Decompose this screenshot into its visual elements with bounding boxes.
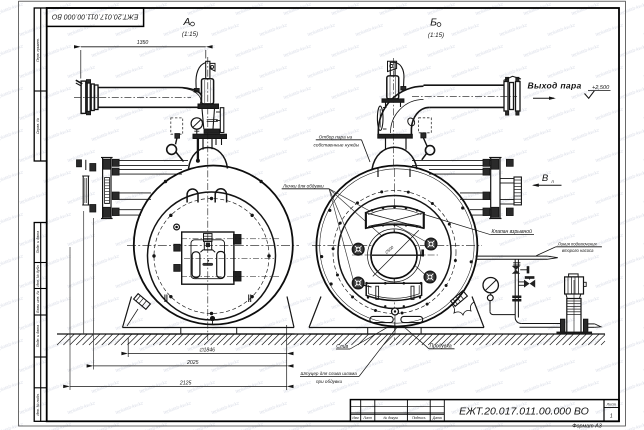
svg-text:Справ. №: Справ. № bbox=[36, 118, 40, 134]
svg-text:ЕЖТ.20.017.011.00.000 ВО: ЕЖТ.20.017.011.00.000 ВО bbox=[51, 13, 138, 20]
svg-text:teplotab-kw.kz: teplotab-kw.kz bbox=[331, 421, 361, 430]
svg-text:Лючки для обдувки: Лючки для обдувки bbox=[282, 183, 324, 188]
svg-text:teplotab-kw.kz: teplotab-kw.kz bbox=[427, 421, 457, 430]
svg-text:п: п bbox=[552, 179, 555, 184]
svg-text:(1:15): (1:15) bbox=[428, 32, 444, 39]
svg-text:Перв. примен.: Перв. примен. bbox=[36, 38, 40, 62]
svg-text:Инв. № дубл.: Инв. № дубл. bbox=[36, 264, 40, 286]
svg-text:Изм: Изм bbox=[352, 416, 359, 420]
svg-text:teplotab-kw.kz: teplotab-kw.kz bbox=[571, 421, 601, 430]
svg-text:В: В bbox=[542, 173, 549, 184]
svg-text:2025: 2025 bbox=[186, 360, 199, 366]
svg-text:teplotab-kw.kz: teplotab-kw.kz bbox=[43, 421, 73, 430]
svg-text:при обдувки: при обдувки bbox=[316, 379, 342, 384]
svg-text:teplotab-kw.kz: teplotab-kw.kz bbox=[91, 421, 121, 430]
svg-text:teplotab-kw.kz: teplotab-kw.kz bbox=[235, 421, 265, 430]
svg-text:Б: Б bbox=[430, 17, 437, 29]
svg-text:Взам. инв. №: Взам. инв. № bbox=[36, 291, 40, 313]
svg-text:1: 1 bbox=[610, 414, 613, 420]
svg-text:∅1846: ∅1846 bbox=[199, 348, 215, 354]
svg-text:teplotab-kw.kz: teplotab-kw.kz bbox=[283, 421, 313, 430]
svg-text:Отбор пара на: Отбор пара на bbox=[319, 135, 353, 140]
svg-text:(1:15): (1:15) bbox=[182, 31, 198, 38]
svg-text:Подп. и дата: Подп. и дата bbox=[36, 325, 40, 348]
svg-text:Дата: Дата bbox=[432, 416, 442, 420]
svg-text:Подпись: Подпись bbox=[412, 416, 426, 420]
svg-text:Подп. и дата: Подп. и дата bbox=[36, 231, 40, 254]
svg-text:Линия подключения: Линия подключения bbox=[557, 241, 598, 246]
svg-text:teplotab-kw.kz: teplotab-kw.kz bbox=[187, 421, 217, 430]
svg-text:Штуцер для слива шлама: Штуцер для слива шлама bbox=[301, 371, 358, 376]
svg-text:∅500: ∅500 bbox=[384, 244, 395, 255]
svg-text:собственные нужды: собственные нужды bbox=[314, 143, 360, 148]
svg-text:+2,500: +2,500 bbox=[592, 85, 610, 91]
svg-text:Слив: Слив bbox=[336, 344, 348, 350]
svg-text:teplotab-kw.kz: teplotab-kw.kz bbox=[139, 421, 169, 430]
svg-text:Лист: Лист bbox=[606, 403, 616, 407]
svg-text:Инв. № подл.: Инв. № подл. bbox=[36, 393, 40, 415]
svg-text:teplotab-kw.kz: teplotab-kw.kz bbox=[379, 421, 409, 430]
svg-text:teplotab-kw.kz: teplotab-kw.kz bbox=[0, 421, 24, 430]
svg-text:А: А bbox=[182, 16, 190, 28]
svg-text:teplotab-kw.kz: teplotab-kw.kz bbox=[475, 421, 505, 430]
svg-text:2125: 2125 bbox=[179, 380, 192, 386]
svg-text:Формат А3: Формат А3 bbox=[572, 423, 602, 429]
svg-text:Выход пара: Выход пара bbox=[528, 81, 582, 91]
svg-text:Лист: Лист bbox=[362, 416, 372, 420]
svg-text:1350: 1350 bbox=[137, 40, 149, 46]
svg-text:второго насоса: второго насоса bbox=[562, 248, 594, 253]
svg-text:teplotab-kw.kz: teplotab-kw.kz bbox=[523, 421, 553, 430]
svg-text:№ докум.: № докум. bbox=[384, 416, 399, 420]
svg-text:Продувка: Продувка bbox=[430, 344, 452, 350]
svg-text:Клапан взрывной: Клапан взрывной bbox=[492, 228, 533, 235]
svg-text:ЕЖТ.20.017.011.00.000 ВО: ЕЖТ.20.017.011.00.000 ВО bbox=[459, 406, 589, 418]
